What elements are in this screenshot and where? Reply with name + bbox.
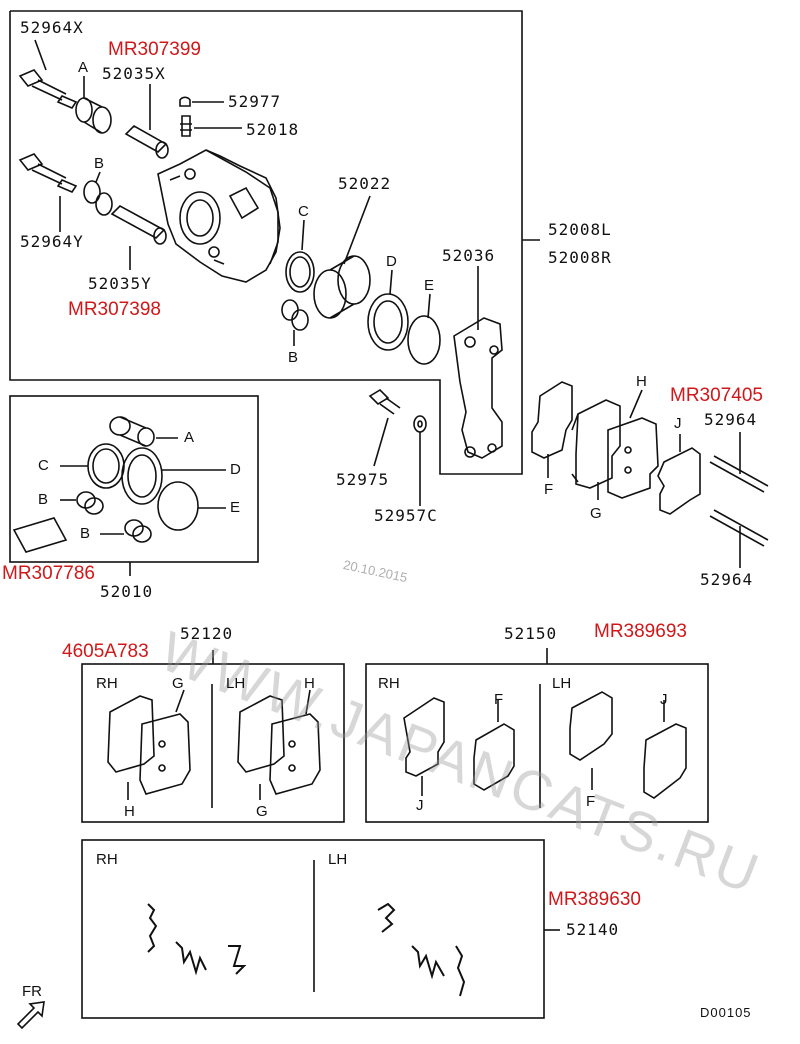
shim-set-rh: RH <box>378 675 400 692</box>
pad-set-rh: RH <box>96 675 118 692</box>
pad-set-letter-g-bottom: G <box>256 803 268 820</box>
label-pin-lower: 52964 <box>700 570 754 589</box>
bush-b-lower <box>281 299 309 346</box>
label-cap: 52977 <box>228 92 282 111</box>
label-bleeder: 52018 <box>246 120 300 139</box>
label-bolt-52975: 52975 <box>336 470 390 489</box>
part-number-mr307398: MR307398 <box>68 299 161 320</box>
washer-52957c <box>413 415 427 506</box>
letter-d: D <box>386 253 397 270</box>
boot-d <box>367 269 409 351</box>
label-bolt-y: 52964Y <box>20 232 84 251</box>
letter-e: E <box>424 277 435 294</box>
pin-upper <box>709 432 769 493</box>
kit-bush-a <box>109 416 178 447</box>
label-caliper-body: 52022 <box>338 174 392 193</box>
part-number-mr389693: MR389693 <box>594 621 687 642</box>
label-support: 52036 <box>442 246 496 265</box>
shim-set-letter-j-top: J <box>660 691 668 708</box>
assembly-frame <box>9 10 523 475</box>
label-sleeve-y: 52035Y <box>88 274 152 293</box>
seal-c <box>285 219 315 293</box>
label-seal-kit: 52010 <box>100 582 154 601</box>
label-pin-upper: 52964 <box>704 410 758 429</box>
letter-g-loose: G <box>590 505 602 522</box>
part-number-mr389630: MR389630 <box>548 889 641 910</box>
label-assembly-r: 52008R <box>548 248 612 267</box>
label-shim-set: 52150 <box>504 624 558 643</box>
label-pad-set: 52120 <box>180 624 234 643</box>
shim-set-letter-f-bottom: F <box>586 793 596 810</box>
pad-set-letter-g-top: G <box>172 675 184 692</box>
pad-set-lh: LH <box>226 675 246 692</box>
pad-set-letter-h-bottom: H <box>124 803 135 820</box>
clip-set-lh: LH <box>328 851 348 868</box>
kit-letter-a: A <box>184 429 195 446</box>
clip-set-frame <box>81 839 545 1019</box>
kit-letter-c: C <box>38 457 49 474</box>
letter-b-upper: B <box>94 155 105 172</box>
seal-kit-frame <box>9 395 259 563</box>
letter-c: C <box>298 203 309 220</box>
kit-letter-d: D <box>230 461 241 478</box>
part-number-mr307786: MR307786 <box>2 563 95 584</box>
caliper-body <box>157 149 281 283</box>
pad-set-rh-drawing <box>107 689 191 800</box>
shim-set-lh-drawing <box>569 691 687 799</box>
pad-h <box>607 389 659 499</box>
kit-seal-c <box>60 443 125 489</box>
kit-letter-e: E <box>230 499 241 516</box>
label-bolt-x: 52964X <box>20 18 84 37</box>
shim-set-letter-f-top: F <box>494 691 504 708</box>
cap-52977 <box>179 96 224 107</box>
pad-set-lh-drawing <box>237 689 321 800</box>
pad-set-letter-h-top: H <box>304 675 315 692</box>
shim-set-letter-j-bottom: J <box>416 797 424 814</box>
kit-letter-b-2: B <box>80 525 91 542</box>
bolt-y <box>18 153 78 232</box>
front-marker-label: FR <box>22 983 42 1000</box>
kit-ring-e <box>157 481 226 531</box>
bolt-x <box>18 39 78 109</box>
bush-b-upper <box>83 171 113 216</box>
kit-bush-b-1 <box>60 491 104 515</box>
shim-set-rh-drawing <box>403 697 515 796</box>
part-number-mr307399: MR307399 <box>108 39 201 60</box>
bleeder-52018 <box>180 115 242 137</box>
piston <box>313 195 371 319</box>
letter-j-loose: J <box>674 415 682 432</box>
clip-set-lh-drawing <box>377 902 466 997</box>
kit-boot-d <box>121 447 226 505</box>
letter-f-loose: F <box>544 481 554 498</box>
kit-letter-b-1: B <box>38 491 49 508</box>
label-washer: 52957C <box>374 506 438 525</box>
letter-b-lower: B <box>288 349 299 366</box>
pin-lower <box>709 509 769 568</box>
letter-h-loose: H <box>636 373 647 390</box>
part-number-4605a783: 4605A783 <box>62 641 149 662</box>
part-number-mr307405: MR307405 <box>670 385 763 406</box>
bolt-52975 <box>368 388 401 467</box>
kit-grease-pack <box>12 517 68 553</box>
label-clip-set: 52140 <box>566 920 620 939</box>
clip-set-rh: RH <box>96 851 118 868</box>
pad-g <box>571 399 621 500</box>
sleeve-x <box>124 84 169 159</box>
label-assembly-l: 52008L <box>548 220 612 239</box>
shim-set-frame <box>365 663 709 823</box>
ring-e <box>407 293 441 365</box>
shim-set-lh: LH <box>552 675 572 692</box>
caliper-support <box>453 266 503 459</box>
clip-set-rh-drawing <box>147 903 247 976</box>
shim-f <box>531 381 573 478</box>
sleeve-y <box>110 205 167 270</box>
letter-a: A <box>78 59 89 76</box>
diagram-code: D00105 <box>700 1005 752 1020</box>
bush-a <box>75 76 112 134</box>
front-arrow-icon <box>16 1001 45 1030</box>
kit-bush-b-2 <box>100 519 152 543</box>
shim-j <box>657 434 701 515</box>
label-sleeve-x: 52035X <box>102 64 166 83</box>
